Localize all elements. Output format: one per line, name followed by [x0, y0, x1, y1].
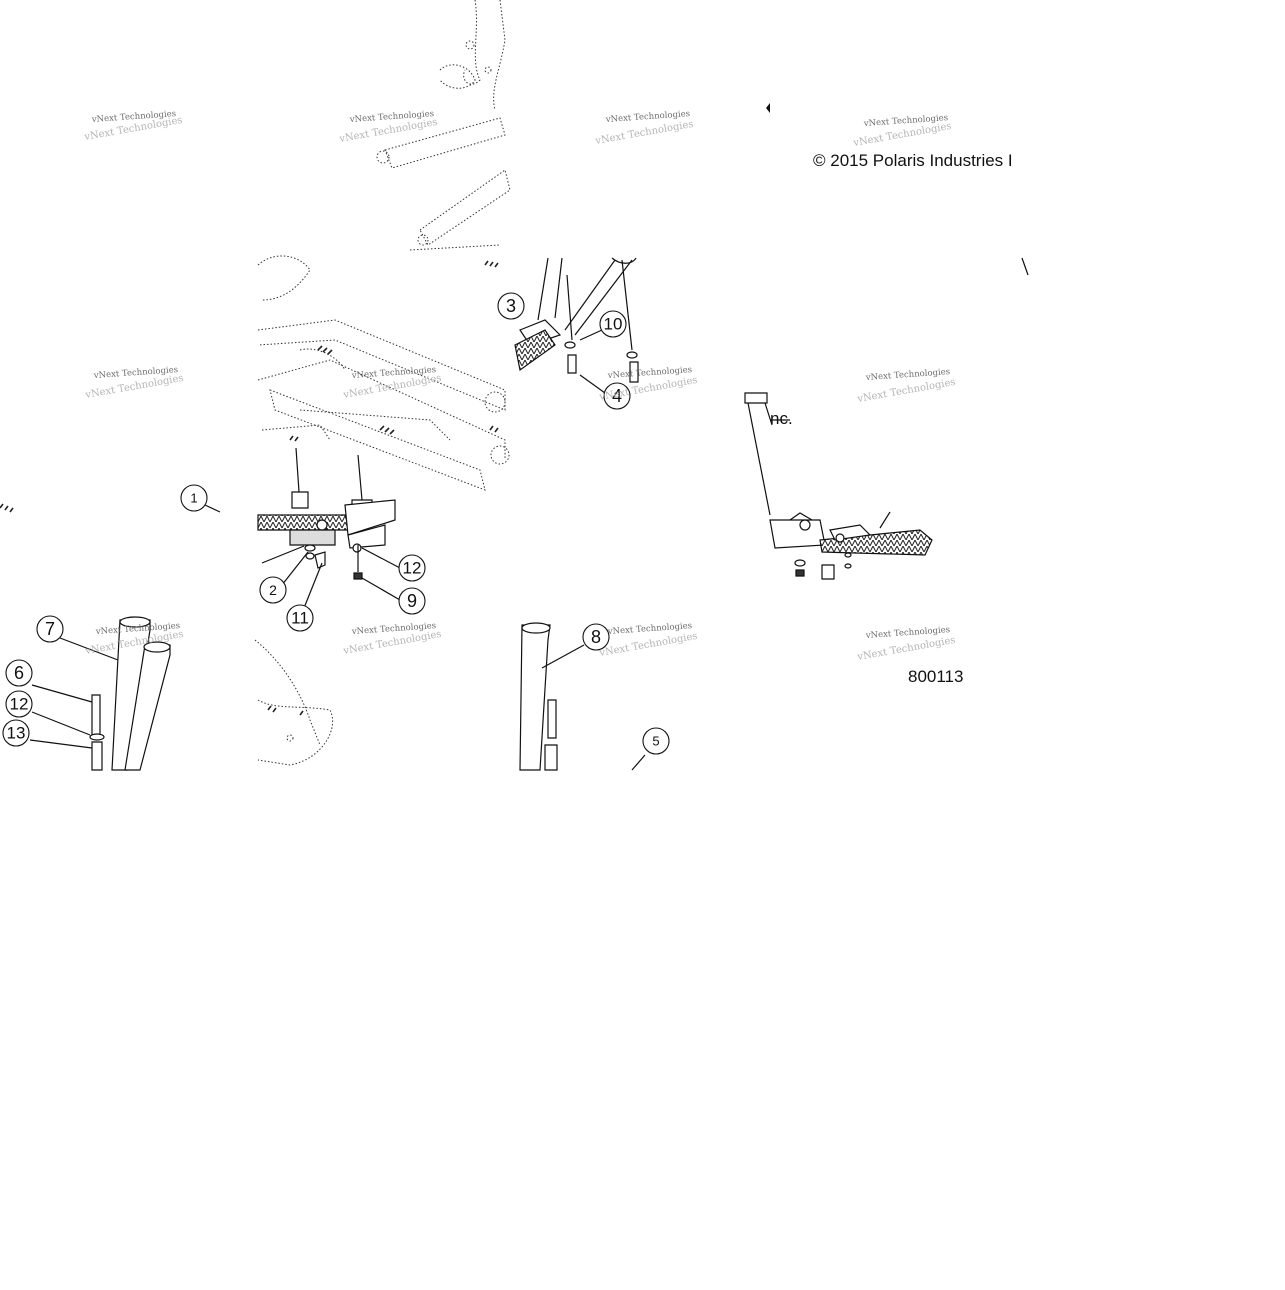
callout-5: 5: [642, 727, 670, 755]
callout-10: 10: [599, 310, 627, 338]
frame-weld-marks: [0, 260, 499, 716]
callout-3: 3: [497, 292, 525, 320]
svg-text:5: 5: [652, 734, 659, 749]
callouts: 1 2 3 4 5 6 7 8 9 10 11 12 12 13: [2, 292, 670, 755]
copyright-tail: nc.: [770, 409, 793, 428]
svg-text:12: 12: [403, 559, 422, 578]
callout-13: 13: [2, 719, 30, 747]
frame-upper-fragment: [376, 0, 511, 251]
callout-1: 1: [180, 484, 208, 512]
callout-4: 4: [603, 382, 631, 410]
callout-6: 6: [5, 659, 33, 687]
svg-text:11: 11: [291, 609, 309, 628]
edge-mark: [766, 103, 770, 113]
frame-middle-fragment: [254, 255, 510, 766]
svg-text:1: 1: [190, 491, 197, 506]
right-upper-bracket: [514, 257, 639, 394]
callout-9: 9: [398, 587, 426, 615]
right-lower-bracket: [204, 504, 646, 771]
callout-8: 8: [582, 623, 610, 651]
svg-text:6: 6: [14, 663, 24, 683]
left-lower-brackets: [29, 616, 171, 771]
callout-11: 11: [286, 604, 314, 632]
svg-text:10: 10: [604, 315, 623, 334]
left-footrest-assembly: [257, 447, 401, 619]
copyright-notice: © 2015 Polaris Industries I: [813, 151, 1013, 170]
svg-text:8: 8: [591, 627, 601, 647]
svg-text:9: 9: [407, 591, 417, 611]
svg-text:4: 4: [612, 386, 622, 406]
callout-7: 7: [36, 615, 64, 643]
callout-12: 12: [398, 554, 426, 582]
callout-2: 2: [259, 576, 287, 604]
watermarks: vNext Technologies vNext Technologies vN…: [83, 109, 957, 663]
right-footrest-assembly: [744, 257, 1029, 580]
svg-text:2: 2: [269, 582, 277, 598]
callout-12: 12: [5, 690, 33, 718]
svg-text:12: 12: [10, 695, 29, 714]
drawing-number: 800113: [908, 667, 964, 686]
svg-text:13: 13: [7, 724, 26, 743]
svg-text:7: 7: [45, 619, 55, 639]
svg-text:3: 3: [506, 296, 516, 316]
